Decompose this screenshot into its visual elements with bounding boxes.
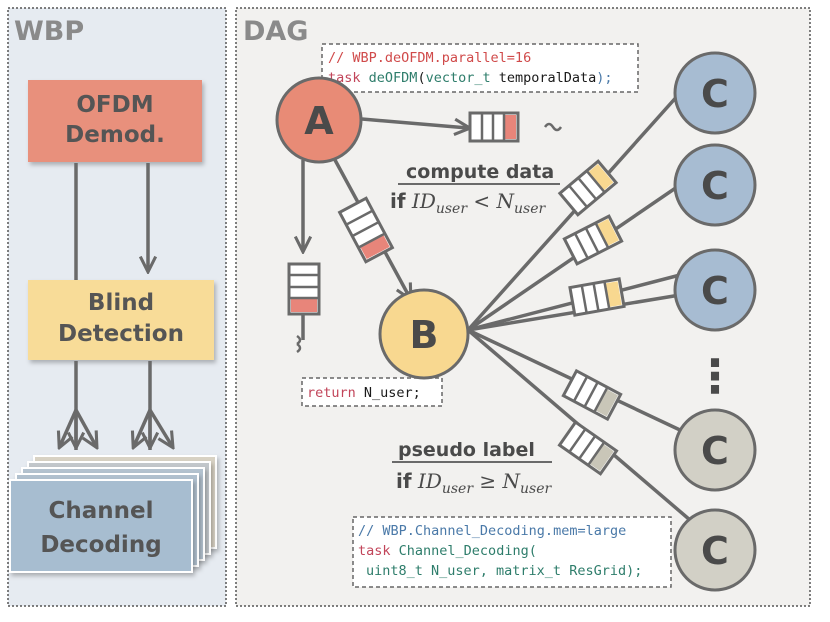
cond-lt-n: N xyxy=(496,189,516,213)
channel-box-line1: Channel xyxy=(48,498,153,524)
cond-ge-id-sub: user xyxy=(442,481,474,497)
cond-lt-op: < xyxy=(473,189,490,213)
queue-b-c3 xyxy=(568,277,626,317)
blind-box-line2: Detection xyxy=(58,321,184,347)
code-bottom-keyword: task xyxy=(358,543,391,559)
code-bottom-line2: task Channel_Decoding( xyxy=(358,543,537,559)
channel-box-line2: Decoding xyxy=(40,532,161,558)
label-pseudo-label: pseudo label xyxy=(398,439,535,461)
node-c-2 xyxy=(673,143,757,227)
blind-box-line1: Blind xyxy=(88,290,154,316)
queue-b-c2 xyxy=(562,214,624,266)
code-top-fn: deOFDM xyxy=(369,70,418,86)
cond-ge-n-sub: user xyxy=(520,481,552,497)
node-c-2-label: C xyxy=(701,164,729,208)
code-top-close: ); xyxy=(596,70,612,86)
code-bottom-comment: // WBP.Channel_Decoding.mem=large xyxy=(358,523,626,539)
stream-wave-left xyxy=(296,334,302,354)
node-a xyxy=(275,76,363,164)
cond-ge: if IDuser ≥ Nuser xyxy=(396,469,553,498)
cond-ge-op: ≥ xyxy=(479,469,496,493)
queue-a-b xyxy=(337,196,395,264)
channel-decoding-box xyxy=(9,479,193,573)
code-bottom-fn: Channel_Decoding( xyxy=(399,543,537,559)
node-c-5 xyxy=(673,508,757,592)
label-compute-data: compute data xyxy=(406,161,554,183)
code-return-keyword: return xyxy=(307,385,356,401)
queue-a-down xyxy=(287,262,321,316)
cond-ge-id: ID xyxy=(417,469,442,493)
wbp-title: WBP xyxy=(14,16,84,47)
node-c-1 xyxy=(673,51,757,135)
cond-ge-if: if xyxy=(396,469,412,493)
ofdm-demod-box xyxy=(28,80,202,162)
channel-decoding-stack xyxy=(9,455,217,573)
stream-wave-top xyxy=(543,122,563,132)
code-bottom-line3: uint8_t N_user, matrix_t ResGrid); xyxy=(366,563,642,579)
code-top-type: vector_t xyxy=(426,70,491,86)
node-c-3-label: C xyxy=(701,269,729,313)
ellipsis-vertical: ⋮ xyxy=(692,349,738,403)
node-c-3 xyxy=(673,248,757,332)
queue-a-stream xyxy=(468,111,520,143)
node-a-label: A xyxy=(304,99,334,143)
ofdm-box-line2: Demod. xyxy=(65,122,165,148)
node-c-4 xyxy=(673,408,757,492)
code-box-return xyxy=(301,377,443,407)
blind-channel-edges xyxy=(60,361,172,450)
cond-lt: if IDuser < Nuser xyxy=(390,189,547,218)
dag-title: DAG xyxy=(243,16,308,47)
node-b xyxy=(378,288,470,380)
cond-lt-id-sub: user xyxy=(436,201,468,217)
node-c-5-label: C xyxy=(701,529,729,573)
queue-b-c1 xyxy=(557,159,619,217)
ofdm-box-line1: OFDM xyxy=(76,92,153,118)
code-box-top xyxy=(321,43,639,93)
queue-b-c5 xyxy=(557,420,619,476)
code-return-line: return N_user; xyxy=(307,385,421,401)
code-return-rest: N_user; xyxy=(356,385,421,401)
cond-lt-if: if xyxy=(390,189,406,213)
wbp-panel: WBP OFDM Demod. Blind Detection xyxy=(7,7,227,607)
node-c-4-label: C xyxy=(701,429,729,473)
node-c-1-label: C xyxy=(701,72,729,116)
edge-a-stream xyxy=(361,117,468,128)
cond-ge-n: N xyxy=(502,469,522,493)
code-top-line2: task deOFDM(vector_t temporalData); xyxy=(328,70,613,86)
node-b-label: B xyxy=(410,313,439,357)
code-box-bottom xyxy=(352,516,672,588)
queue-b-c4 xyxy=(561,368,623,422)
code-top-open: ( xyxy=(417,70,425,86)
dag-panel: DAG xyxy=(235,7,811,607)
cond-lt-n-sub: user xyxy=(514,201,546,217)
blind-detection-box xyxy=(28,280,214,360)
cond-lt-id: ID xyxy=(411,189,436,213)
code-top-arg: temporalData xyxy=(491,70,597,86)
code-top-comment: // WBP.deOFDM.parallel=16 xyxy=(328,50,531,66)
